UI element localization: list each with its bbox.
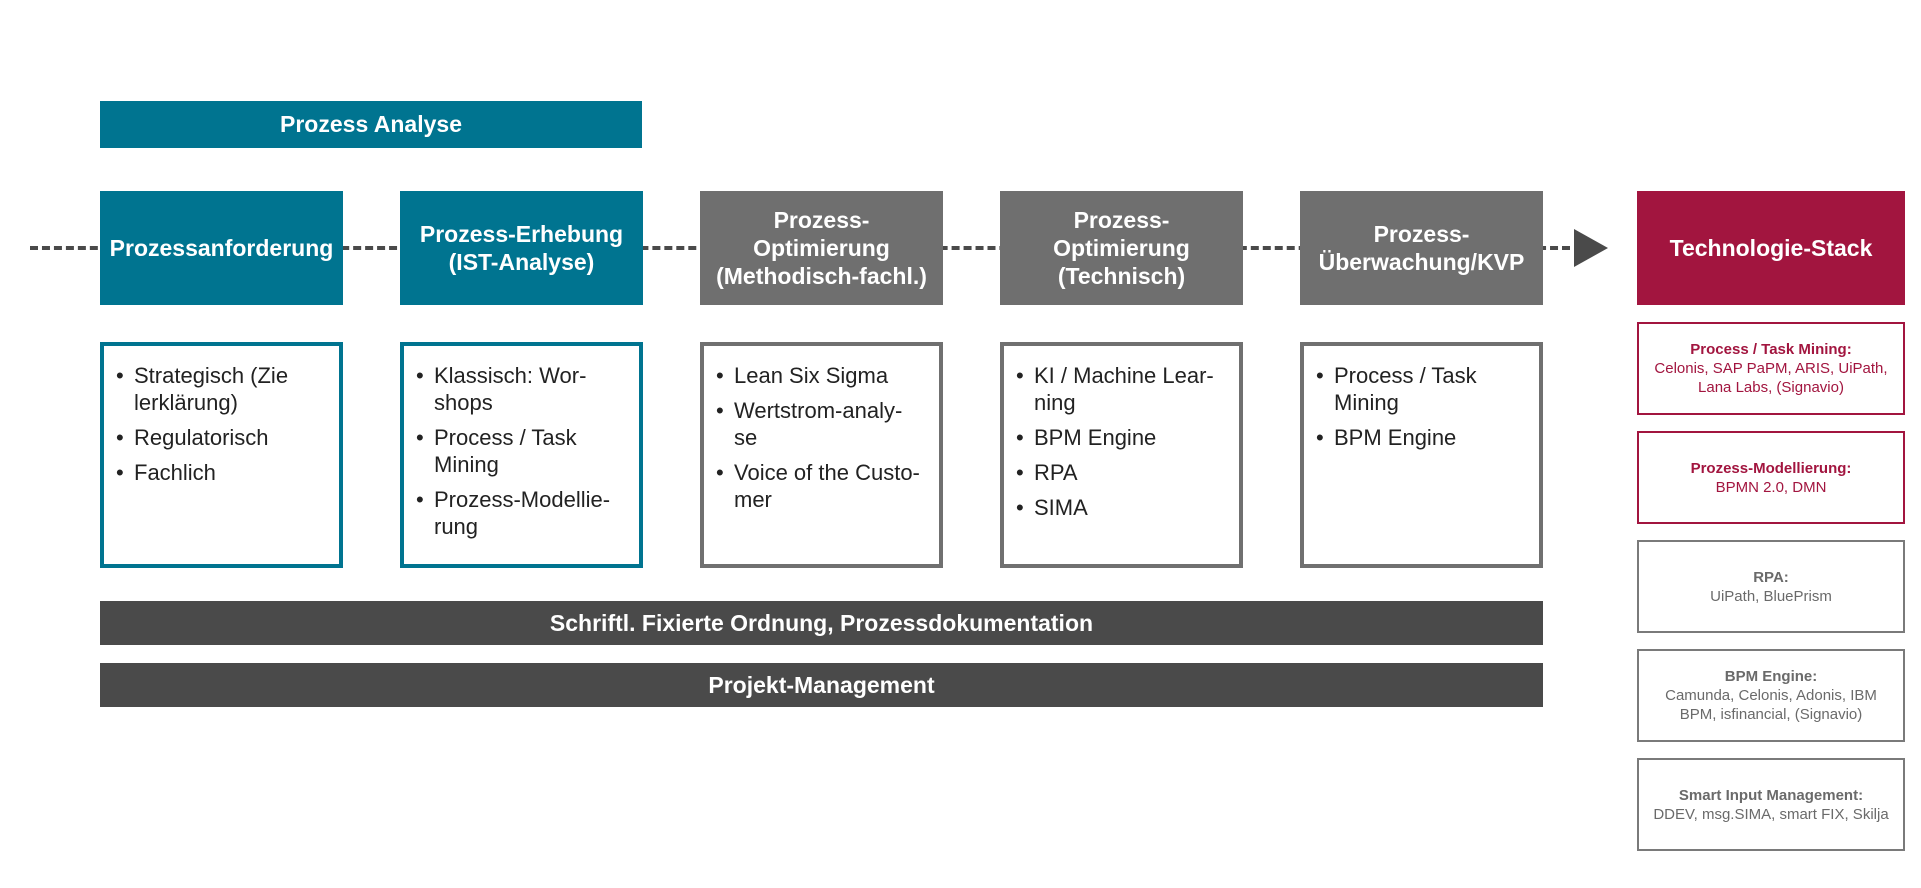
step-header-optimierung-methodisch: Prozess- Optimierung (Methodisch-fachl.): [700, 191, 943, 305]
step-detail-item: Klassisch: Wor- shops: [416, 362, 629, 416]
step-detail-item: BPM Engine: [1016, 424, 1229, 451]
step-detail-item: Fachlich: [116, 459, 329, 486]
step-detail-item: Lean Six Sigma: [716, 362, 929, 389]
step-detail-item: Prozess-Modellie- rung: [416, 486, 629, 540]
step-detail-box-prozess-erhebung: Klassisch: Wor- shops Process / Task Min…: [400, 342, 643, 568]
tech-box-text: UiPath, BluePrism: [1710, 587, 1832, 605]
step-header-prozessanforderung: Prozessanforderung: [100, 191, 343, 305]
tech-box-prozess-modellierung: Prozess-Modellierung: BPMN 2.0, DMN: [1637, 431, 1905, 524]
technology-stack-header: Technologie-Stack: [1637, 191, 1905, 305]
tech-box-title: RPA:: [1753, 568, 1789, 586]
step-detail-item: Process / Task Mining: [416, 424, 629, 478]
tech-box-bpm-engine: BPM Engine: Camunda, Celonis, Adonis, IB…: [1637, 649, 1905, 742]
step-header-optimierung-technisch: Prozess- Optimierung (Technisch): [1000, 191, 1243, 305]
step-header-ueberwachung-kvp: Prozess- Überwachung/KVP: [1300, 191, 1543, 305]
tech-box-text: DDEV, msg.SIMA, smart FIX, Skilja: [1653, 805, 1889, 823]
project-management-bar: Projekt-Management: [100, 663, 1543, 707]
step-detail-box-optimierung-methodisch: Lean Six Sigma Wertstrom-analy- se Voice…: [700, 342, 943, 568]
tech-box-process-task-mining: Process / Task Mining: Celonis, SAP PaPM…: [1637, 322, 1905, 415]
tech-box-title: Process / Task Mining:: [1690, 341, 1852, 358]
step-detail-box-ueberwachung-kvp: Process / Task Mining BPM Engine: [1300, 342, 1543, 568]
tech-box-title: BPM Engine:: [1724, 668, 1818, 685]
flow-arrowhead-icon: [1574, 229, 1608, 267]
tech-box-title: Prozess-Modellierung:: [1690, 459, 1852, 477]
tech-box-text: Celonis, SAP PaPM, ARIS, UiPath, Lana La…: [1654, 360, 1888, 396]
step-detail-item: SIMA: [1016, 494, 1229, 521]
step-detail-item: BPM Engine: [1316, 424, 1529, 451]
step-detail-item: Regulatorisch: [116, 424, 329, 451]
tech-box-rpa: RPA: UiPath, BluePrism: [1637, 540, 1905, 633]
step-detail-box-prozessanforderung: Strategisch (Zie lerklärung) Regulatoris…: [100, 342, 343, 568]
tech-box-text: BPMN 2.0, DMN: [1715, 478, 1827, 496]
step-detail-box-optimierung-technisch: KI / Machine Lear- ning BPM Engine RPA S…: [1000, 342, 1243, 568]
step-detail-item: Process / Task Mining: [1316, 362, 1529, 416]
step-detail-item: Strategisch (Zie lerklärung): [116, 362, 329, 416]
tech-box-title: Smart Input Management:: [1678, 786, 1864, 804]
prozess-analyse-banner: Prozess Analyse: [100, 101, 642, 148]
tech-box-smart-input-management: Smart Input Management: DDEV, msg.SIMA, …: [1637, 758, 1905, 851]
step-detail-item: Voice of the Custo- mer: [716, 459, 929, 513]
step-detail-item: KI / Machine Lear- ning: [1016, 362, 1229, 416]
documentation-bar: Schriftl. Fixierte Ordnung, Prozessdokum…: [100, 601, 1543, 645]
step-header-prozess-erhebung: Prozess-Erhebung (IST-Analyse): [400, 191, 643, 305]
step-detail-item: Wertstrom-analy- se: [716, 397, 929, 451]
step-detail-item: RPA: [1016, 459, 1229, 486]
tech-box-text: Camunda, Celonis, Adonis, IBM BPM, isfin…: [1665, 687, 1877, 723]
